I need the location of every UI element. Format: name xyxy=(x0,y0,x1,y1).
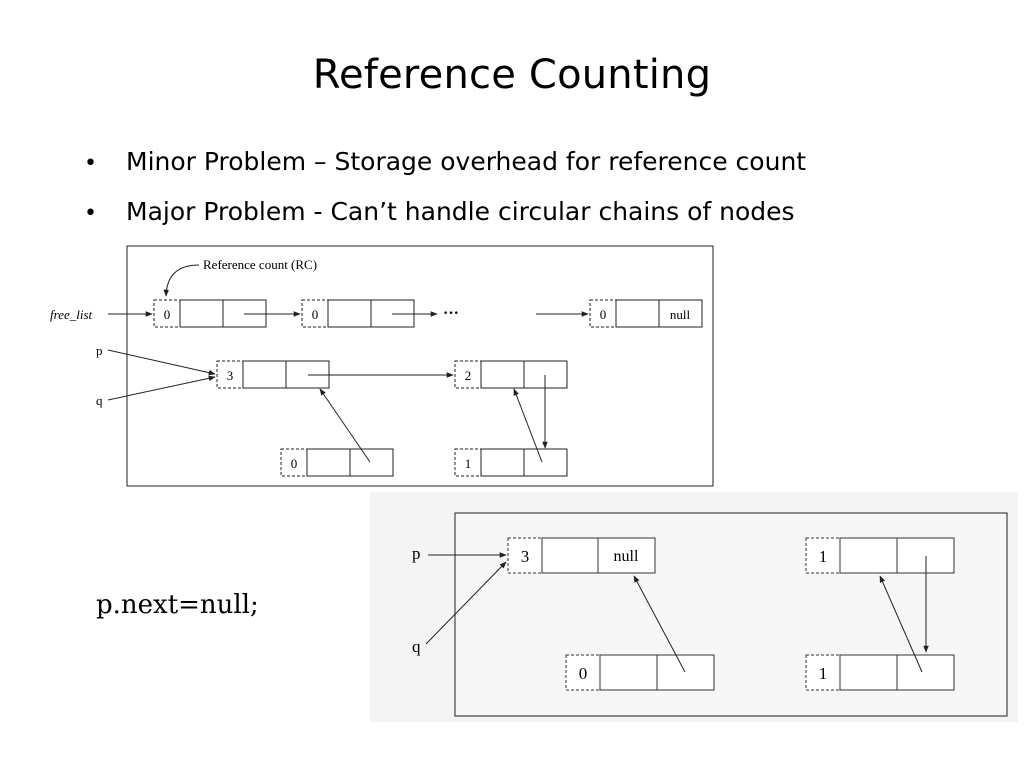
node-c: 0 xyxy=(280,448,394,477)
bullet-text: Minor Problem – Storage overhead for ref… xyxy=(126,147,807,176)
bullet-dot-icon: • xyxy=(84,201,97,226)
free-node-last: 0 null xyxy=(589,299,703,328)
data-field xyxy=(615,299,660,328)
q-pointer-arrow xyxy=(425,561,507,645)
rc-value: 0 xyxy=(164,307,171,322)
rc-value: 3 xyxy=(521,547,530,566)
rc-field xyxy=(301,299,329,328)
rc-field xyxy=(565,654,601,691)
data-field xyxy=(839,537,898,574)
q-pointer-arrow xyxy=(107,375,216,401)
bullet-text: Major Problem - Can’t handle circular ch… xyxy=(126,197,795,226)
data-field xyxy=(839,654,898,691)
rc-value: 0 xyxy=(600,307,607,322)
rc-value: 0 xyxy=(312,307,319,322)
rc-field xyxy=(153,299,181,328)
rc-value: 2 xyxy=(465,368,472,383)
node-b: 1 xyxy=(805,537,955,574)
free-list-label: free_list xyxy=(50,307,93,322)
rc-field xyxy=(216,360,244,389)
node-d: 1 xyxy=(805,654,955,691)
link-d-to-b-arrow xyxy=(879,575,923,673)
rc-field xyxy=(280,448,308,477)
node-d: 1 xyxy=(454,448,568,477)
rc-field xyxy=(507,537,543,574)
next-field xyxy=(349,448,394,477)
data-field xyxy=(480,448,525,477)
rc-value: 0 xyxy=(291,456,298,471)
bullet-item-minor-problem: • Minor Problem – Storage overhead for r… xyxy=(84,138,806,188)
link-c-to-a-arrow xyxy=(633,575,686,673)
next-field xyxy=(597,537,656,574)
q-label: q xyxy=(412,637,421,656)
p-pointer-arrow xyxy=(107,349,216,376)
figure-1-free-list-diagram: Reference count (RC) free_list 0 0 ··· 0 xyxy=(50,245,714,487)
rc-field xyxy=(454,448,482,477)
bullet-item-major-problem: • Major Problem - Can’t handle circular … xyxy=(84,188,806,238)
node-a: 3 null xyxy=(507,537,656,574)
p-label: p xyxy=(96,343,103,358)
rc-pointer-arrow xyxy=(163,264,200,297)
data-field xyxy=(480,360,525,389)
rc-value: 0 xyxy=(579,664,588,683)
node-c: 0 xyxy=(565,654,715,691)
bullet-dot-icon: • xyxy=(84,151,97,176)
bullet-list: • Minor Problem – Storage overhead for r… xyxy=(84,138,806,238)
figure-2-after-unlink-diagram: p q 3 null 1 0 xyxy=(370,492,1018,722)
slide-title: Reference Counting xyxy=(312,52,712,98)
figure-1-frame xyxy=(126,245,714,487)
rc-value: 1 xyxy=(819,664,828,683)
next-field xyxy=(656,654,715,691)
data-field xyxy=(179,299,224,328)
data-field xyxy=(306,448,351,477)
data-field xyxy=(327,299,372,328)
next-field xyxy=(523,448,568,477)
node-b: 2 xyxy=(454,360,568,389)
next-field xyxy=(896,537,955,574)
next-field xyxy=(658,299,703,328)
link-d-to-b-arrow xyxy=(513,388,543,463)
data-field xyxy=(242,360,287,389)
q-label: q xyxy=(96,393,103,408)
rc-value: 1 xyxy=(465,456,472,471)
data-field xyxy=(541,537,599,574)
rc-field xyxy=(454,360,482,389)
p-label: p xyxy=(412,544,421,563)
null-label: null xyxy=(670,307,691,322)
next-field xyxy=(896,654,955,691)
free-node-2: 0 xyxy=(301,299,415,328)
rc-value: 3 xyxy=(227,368,234,383)
data-field xyxy=(599,654,658,691)
null-label: null xyxy=(614,548,639,565)
rc-label: Reference count (RC) xyxy=(203,257,317,272)
rc-value: 1 xyxy=(819,547,828,566)
ellipsis: ··· xyxy=(443,305,459,322)
rc-field xyxy=(589,299,617,328)
code-statement: p.next=null; xyxy=(96,590,259,620)
link-c-to-a-arrow xyxy=(319,388,371,463)
